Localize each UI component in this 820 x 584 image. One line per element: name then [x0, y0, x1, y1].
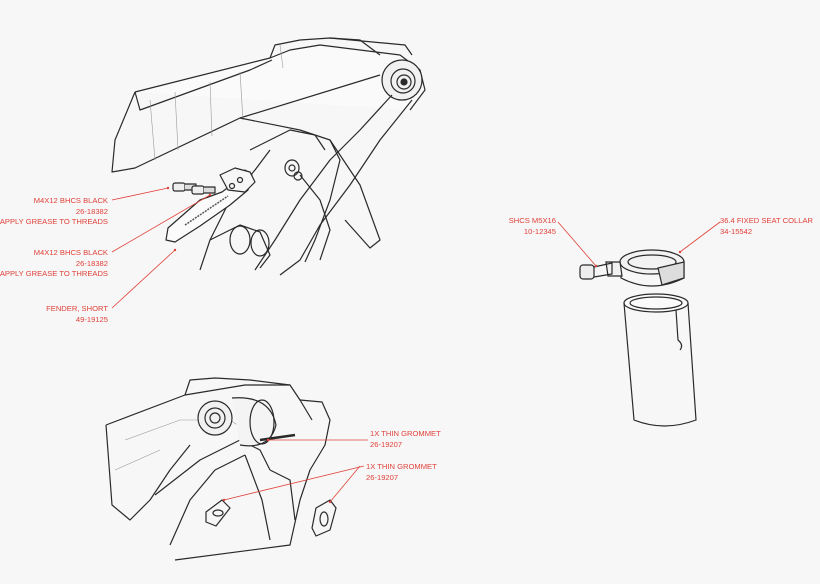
callout-note: APPLY GREASE TO THREADS: [0, 269, 108, 278]
callout-name: SHCS M5X16: [508, 216, 556, 225]
callout-part: 34-15542: [720, 226, 753, 236]
callout-name: 36.4 FIXED SEAT COLLAR: [720, 216, 813, 225]
callout-name: 1X THIN GROMMET: [370, 429, 441, 438]
callout-note: APPLY GREASE TO THREADS: [0, 217, 108, 226]
leader-lines: [111, 186, 721, 504]
callout-part: 26-19207: [370, 439, 403, 449]
top-frame-assembly: [111, 37, 426, 276]
callout-shcs: SHCS M5X16 10-12345: [509, 216, 556, 237]
callout-part: 10-12345: [523, 226, 556, 236]
callout-name: 1X THIN GROMMET: [366, 462, 437, 471]
callout-fender: FENDER, SHORT 49-19125: [46, 304, 108, 325]
callout-bolt-mid: M4X12 BHCS BLACK 26-18382 APPLY GREASE T…: [0, 248, 108, 280]
callout-name: M4X12 BHCS BLACK: [33, 196, 108, 205]
callout-name: FENDER, SHORT: [46, 304, 108, 313]
callout-part: 26-18382: [75, 206, 108, 216]
bottom-frame-assembly: [105, 377, 337, 561]
callout-part: 26-18382: [75, 258, 108, 268]
callout-bolt-top: M4X12 BHCS BLACK 26-18382 APPLY GREASE T…: [0, 196, 108, 228]
callout-part: 26-19207: [366, 472, 399, 482]
callout-grommet-2: 1X THIN GROMMET 26-19207: [366, 462, 437, 483]
callout-grommet-1: 1X THIN GROMMET 26-19207: [370, 429, 441, 450]
callout-part: 49-19125: [75, 314, 108, 324]
callout-collar: 36.4 FIXED SEAT COLLAR 34-15542: [720, 216, 813, 237]
callout-name: M4X12 BHCS BLACK: [33, 248, 108, 257]
seat-collar-assembly: [579, 249, 697, 427]
